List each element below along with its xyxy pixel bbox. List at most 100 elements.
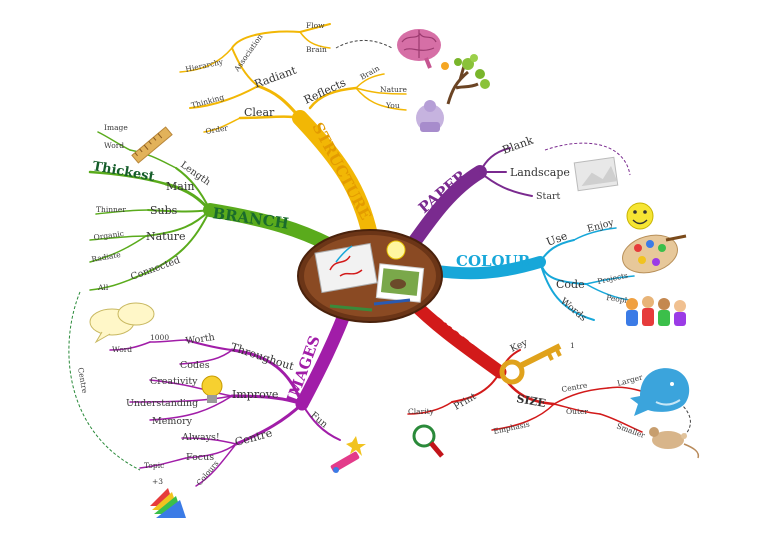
code-label: Code	[556, 278, 585, 291]
fun-line	[301, 403, 341, 441]
ruler-icon	[131, 126, 173, 164]
size-label: SIZE	[515, 392, 546, 410]
people-icon	[626, 296, 686, 326]
size-link-arrow	[675, 399, 691, 437]
flow-label: Flow	[306, 21, 325, 30]
paper-main-line	[403, 165, 487, 255]
start-line	[479, 171, 533, 197]
emphasis-line	[491, 403, 555, 431]
thousand-line	[149, 339, 187, 343]
branch-branch: BRANCH Length Image Word Main Thickest S…	[88, 123, 337, 292]
smaller-line	[599, 413, 643, 433]
centre-link-arrow	[68, 291, 141, 471]
understanding-line	[129, 395, 233, 403]
codes-label: Codes	[180, 360, 210, 371]
branch-main-line	[203, 203, 337, 252]
creativity-line	[149, 379, 233, 397]
brain-icon	[397, 29, 441, 69]
main-label: Main	[166, 180, 194, 193]
radiate-line	[89, 235, 147, 263]
image-line	[129, 149, 177, 169]
brain-link-arrow	[335, 40, 393, 49]
focus-label: Focus	[186, 452, 214, 463]
colours-label: Colours	[195, 459, 221, 487]
fun-label: Fun	[308, 410, 330, 431]
order-label: Order	[205, 123, 229, 136]
focus-line	[185, 443, 237, 459]
larger-line	[607, 386, 645, 393]
order-line	[203, 117, 241, 133]
words-branch: WORDS Key 1 SIZE Centre Larger Outer Sma…	[403, 293, 700, 459]
radiant-line	[256, 84, 302, 120]
outer-label: Outer	[566, 407, 588, 416]
understanding-label: Understanding	[126, 398, 198, 409]
memory-label: Memory	[152, 416, 193, 427]
creativity-label: Creativity	[150, 376, 198, 387]
one-label: 1	[570, 341, 575, 350]
mouse-icon	[649, 427, 700, 459]
enjoy-line	[573, 227, 617, 241]
hierarchy-label: Hierarchy	[185, 57, 225, 74]
always-line	[181, 437, 237, 445]
image-label: Image	[104, 123, 128, 132]
word-label: Word	[112, 345, 132, 354]
topic-line	[139, 457, 187, 469]
colours-line	[195, 443, 237, 487]
throughout-line	[230, 348, 304, 406]
brain-line	[355, 73, 385, 89]
worth-line	[185, 339, 233, 351]
colour-title-text: COLOUR	[456, 252, 531, 270]
word-label: Word	[104, 141, 124, 150]
nature-line	[145, 209, 211, 237]
main-line	[164, 182, 212, 212]
thinner-label: Thinner	[96, 205, 126, 214]
centre-link-label: Centre	[76, 367, 89, 395]
thickest-line	[88, 170, 168, 186]
key-icon	[499, 343, 562, 385]
key-label: Key	[509, 337, 530, 355]
all-label: All	[97, 283, 109, 292]
enjoy-label: Enjoy	[586, 217, 616, 235]
landscape-label: Landscape	[510, 166, 570, 179]
nature-label: Nature	[380, 85, 407, 94]
lightbulb-icon	[201, 375, 223, 403]
radiate-label: Radiate	[91, 250, 122, 264]
larger-label: Larger	[616, 372, 644, 387]
clear-line	[238, 115, 302, 120]
blank-line	[479, 147, 511, 173]
print-line	[451, 371, 501, 403]
improve-label: Improve	[232, 388, 278, 401]
organic-label: Organic	[93, 229, 124, 242]
connected-line	[133, 209, 211, 279]
print-label: Print	[452, 391, 478, 413]
thickest-label: Thickest	[91, 159, 155, 185]
smiley-icon	[626, 202, 654, 230]
projects-line	[585, 275, 635, 285]
blank-label: Blank	[501, 134, 536, 157]
throughout-label: Throughout	[229, 340, 296, 373]
topic-label: Topic	[144, 461, 164, 470]
reflects-line	[308, 86, 358, 110]
paper-link-arrow	[544, 142, 631, 176]
you-line	[355, 87, 407, 111]
always-label: Always!	[181, 432, 220, 443]
words-title: WORDS	[429, 314, 493, 370]
thinner-line	[95, 209, 149, 215]
magnifier-icon	[412, 424, 444, 458]
branch-title: BRANCH	[211, 204, 289, 232]
centre-line	[553, 387, 609, 405]
memory-line	[149, 395, 233, 421]
projects-label: Projects	[597, 271, 629, 286]
you-label: You	[385, 101, 400, 110]
person-icon	[416, 100, 444, 132]
thinking-line	[189, 85, 259, 109]
colour-title: COLOUR	[456, 252, 531, 270]
words-label: Words	[558, 296, 588, 324]
brain-small-label: Brain	[306, 45, 327, 54]
image2-line	[97, 131, 131, 151]
outer-line	[553, 403, 601, 415]
hierarchy-line	[179, 47, 233, 73]
nature-label: Nature	[146, 230, 185, 243]
paper-branch: PAPER Blank Landscape Start	[403, 134, 631, 255]
